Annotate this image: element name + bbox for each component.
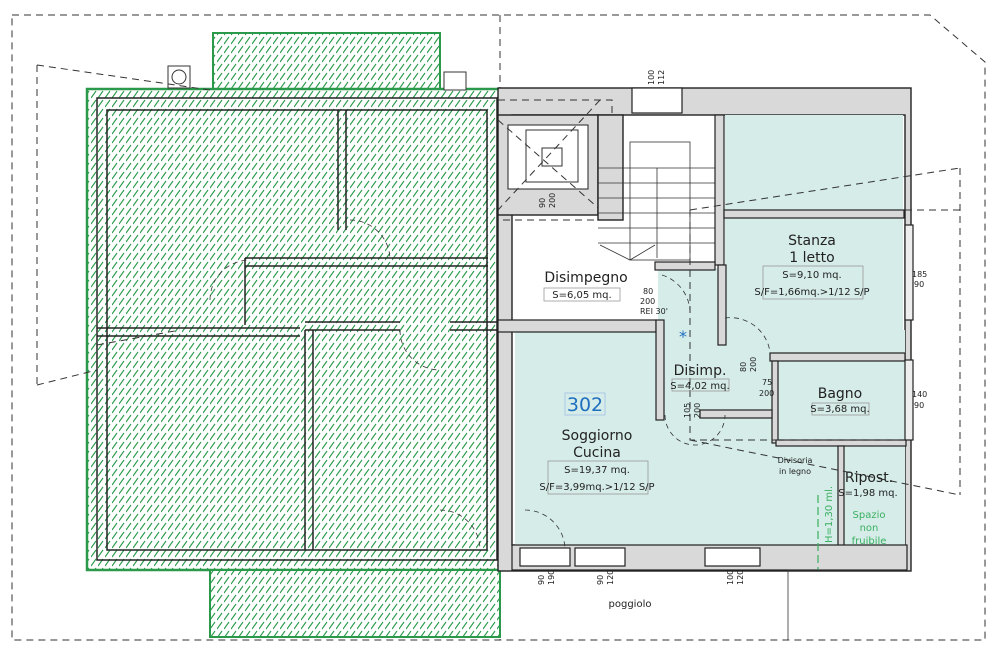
- rooms-bagno-area: S=3,68 mq.: [810, 404, 869, 415]
- dimensions-bedroom_door-1: 200: [749, 357, 758, 372]
- dimensions-top_window-1: 112: [657, 70, 666, 85]
- dimension-labels: 100 112 90 200 80 200 80 200 75 200 105 …: [537, 70, 927, 585]
- dimensions-bath_window-0: 140: [912, 390, 927, 399]
- dimensions-bottom_window2-0: 100: [726, 570, 735, 585]
- label-disimp: Disimp. S=4,02 mq.: [670, 363, 729, 392]
- property-boundary: [11, 14, 986, 641]
- dimensions-entry_door-0: 80: [643, 287, 653, 296]
- rooms-soggiorno-ratio: S/F=3,99mq.>1/12 S/P: [539, 482, 654, 493]
- rooms-disimp-name: Disimp.: [674, 363, 727, 379]
- room-bagno: [780, 358, 902, 440]
- rooms-spazio-height: H=1,30 ml.: [824, 486, 835, 543]
- adjacent-unit-hatched: [36, 32, 513, 638]
- dimensions-bath_window-1: 90: [914, 401, 924, 410]
- dimensions-bottom_door-1: 190: [547, 570, 556, 585]
- annotations-fire_door: REI 30': [640, 307, 668, 316]
- rooms-soggiorno-name_line1: Soggiorno: [562, 428, 633, 444]
- rooms-disimp-area: S=4,02 mq.: [670, 381, 729, 392]
- label-spazio: Spazio non fruibile H=1,30 ml.: [824, 486, 886, 547]
- label-ripost: Ripost. S=1,98 mq.: [838, 470, 897, 499]
- rooms-spazio-line3: fruibile: [852, 536, 887, 547]
- dimensions-bedroom_door-0: 80: [739, 362, 748, 372]
- rooms-spazio-line2: non: [860, 523, 879, 534]
- rooms-ripost-name: Ripost.: [845, 470, 893, 486]
- dimensions-bath_door-0: 75: [762, 378, 772, 387]
- rooms-spazio-line1: Spazio: [853, 510, 886, 521]
- rooms-soggiorno-area: S=19,37 mq.: [564, 465, 630, 476]
- dimensions-living_door-1: 200: [693, 403, 702, 418]
- dimensions-bottom_window2-1: 120: [736, 570, 745, 585]
- dimensions-living_door-0: 105: [683, 403, 692, 418]
- dimensions-bottom_door-0: 90: [537, 575, 546, 585]
- apartment-302: [497, 87, 961, 640]
- annotations-partition_line1: Divisoria: [778, 456, 813, 465]
- dimensions-top_window-0: 100: [647, 70, 656, 85]
- label-disimpegno: Disimpegno S=6,05 mq.: [543, 270, 628, 302]
- label-bagno: Bagno S=3,68 mq.: [810, 386, 870, 416]
- rooms-ripost-area: S=1,98 mq.: [838, 488, 897, 499]
- rooms-stanza-ratio: S/F=1,66mq.>1/12 S/P: [754, 287, 869, 298]
- dimensions-bottom_window1-0: 90: [596, 575, 605, 585]
- dimensions-lift_door-1: 200: [548, 193, 557, 208]
- dimensions-lift_door-0: 90: [538, 198, 547, 208]
- rooms-disimpegno-name: Disimpegno: [544, 270, 627, 286]
- label-soggiorno: 302 Soggiorno Cucina S=19,37 mq. S/F=3,9…: [539, 392, 655, 495]
- label-poggiolo: poggiolo: [609, 599, 652, 610]
- label-stanza: Stanza 1 letto S=9,10 mq. S/F=1,66mq.>1/…: [754, 233, 870, 300]
- annotations-partition_line2: in legno: [779, 467, 811, 476]
- rooms-disimpegno-area: S=6,05 mq.: [552, 290, 611, 301]
- dimensions-bottom_window1-1: 120: [606, 570, 615, 585]
- dimensions-bath_door-1: 200: [759, 389, 774, 398]
- dimensions-bedroom_window-0: 185: [912, 270, 927, 279]
- rooms-stanza-area: S=9,10 mq.: [782, 270, 841, 281]
- rooms-soggiorno-name_line2: Cucina: [573, 445, 621, 461]
- rooms-stanza-name_line2: 1 letto: [789, 250, 834, 266]
- rooms-stanza-name_line1: Stanza: [788, 233, 836, 249]
- rooms-bagno-name: Bagno: [818, 386, 863, 402]
- dimensions-bedroom_window-1: 90: [914, 280, 924, 289]
- annotations-asterisk: *: [679, 327, 687, 346]
- room-disimp: [658, 268, 776, 418]
- dimensions-entry_door-1: 200: [640, 297, 655, 306]
- unit-number: 302: [567, 394, 603, 416]
- staircase: [598, 141, 718, 261]
